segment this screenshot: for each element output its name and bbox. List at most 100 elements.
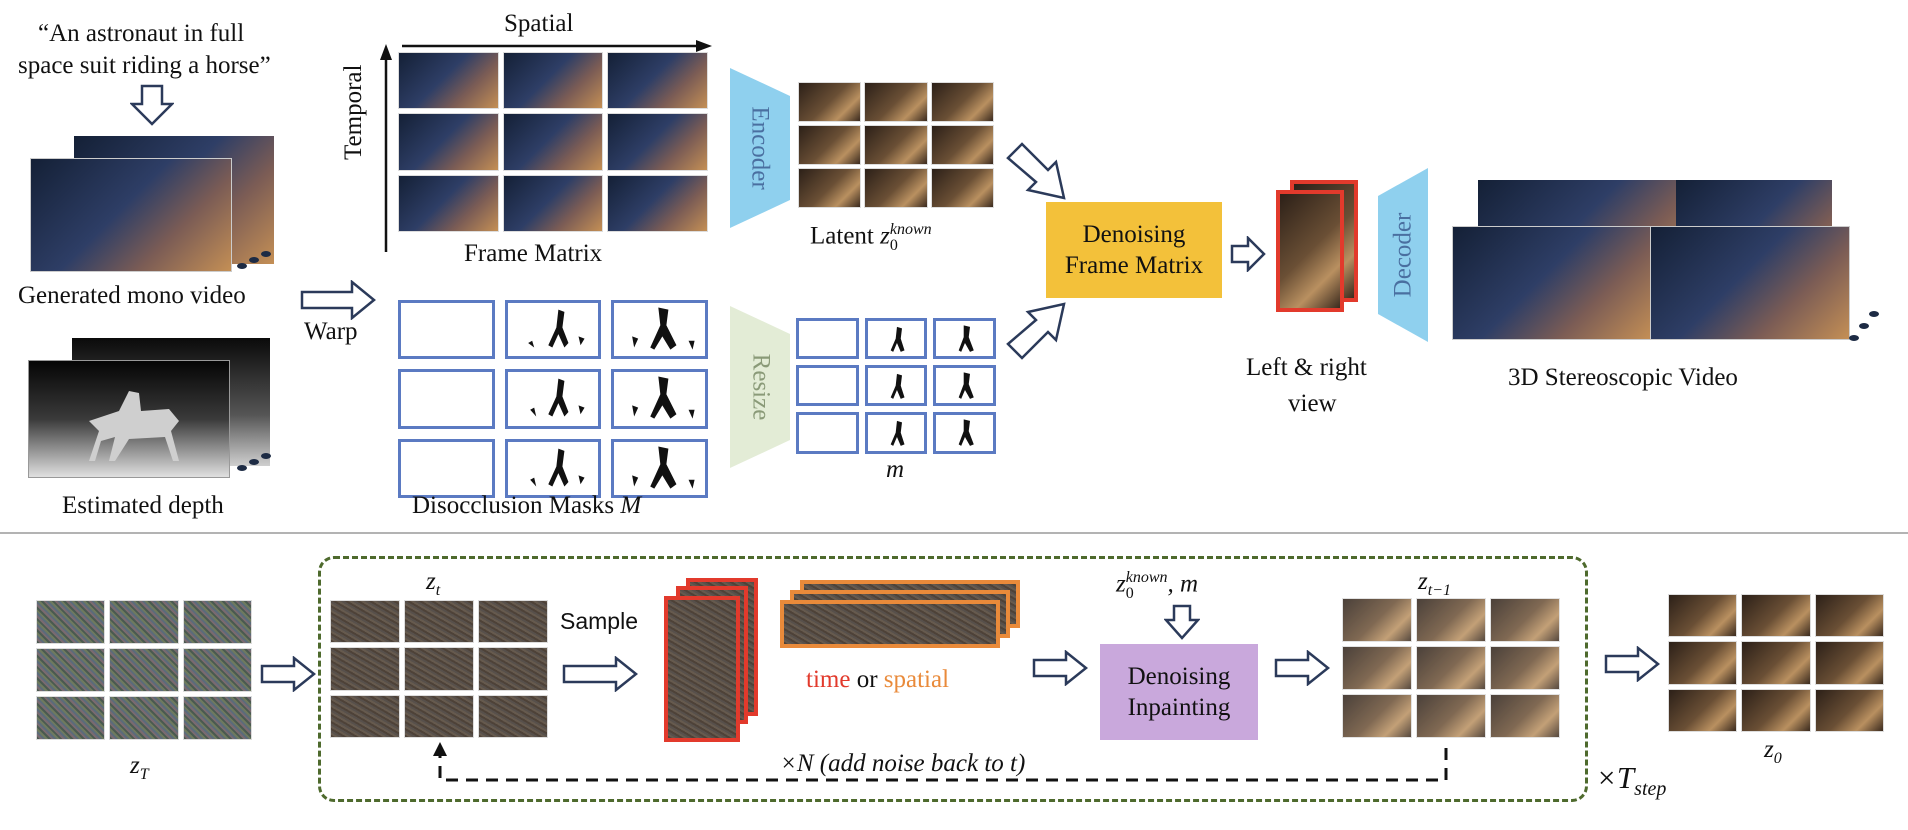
spatial-sample-front xyxy=(780,600,1000,648)
latent-cell xyxy=(864,168,928,208)
noise-cell xyxy=(182,648,252,692)
right-arrow-icon xyxy=(1032,650,1088,686)
noise-cell xyxy=(109,696,179,740)
mask-cell xyxy=(933,365,996,407)
warp-arrow-icon xyxy=(300,280,376,320)
latent-cell xyxy=(930,82,994,122)
mask-cell xyxy=(933,318,996,360)
frame-cell xyxy=(398,52,499,110)
right-arrow-icon xyxy=(562,656,639,692)
noise-cell xyxy=(36,648,106,692)
denoising-inpainting-line1: Denoising xyxy=(1127,662,1231,690)
left-right-view-line1: Left & right xyxy=(1246,354,1367,381)
mask-cell xyxy=(611,438,708,499)
mask-cell xyxy=(504,369,602,429)
encoder-trapezoid xyxy=(730,68,790,228)
down-arrow-icon xyxy=(130,84,174,126)
zt-minus-1-grid xyxy=(1342,598,1560,738)
xTstep-label: ×Tstep xyxy=(1596,760,1667,801)
denoising-frame-matrix-line2: Frame Matrix xyxy=(1064,252,1204,279)
loop-back-arrow xyxy=(433,742,1448,782)
resize-label: Resize xyxy=(747,353,775,421)
noise-cell xyxy=(109,648,179,692)
sample-label: Sample xyxy=(560,608,638,634)
right-arrow-icon xyxy=(1230,236,1266,272)
denoising-inpainting-box: Denoising Inpainting xyxy=(1100,644,1258,740)
spatial-word: spatial xyxy=(883,666,950,693)
zt1-cell xyxy=(1490,694,1560,738)
z0-grid xyxy=(1668,594,1884,732)
resized-mask-grid xyxy=(796,318,996,454)
latent-grid xyxy=(798,82,994,208)
mask-cell xyxy=(796,365,859,407)
z0-cell xyxy=(1668,641,1738,685)
temporal-axis-label: Temporal xyxy=(340,64,367,160)
spatial-axis-label: Spatial xyxy=(504,10,574,37)
zt-cell xyxy=(404,600,474,644)
mask-cell xyxy=(796,412,859,454)
right-arrow-icon xyxy=(1604,646,1660,682)
xN-label: ×N (add noise back to t) xyxy=(780,750,1026,777)
mask-cell xyxy=(864,318,928,360)
zt-cell xyxy=(478,647,548,691)
prompt-line-2: space suit riding a horse” xyxy=(18,52,271,79)
warp-label: Warp xyxy=(304,318,358,345)
down-arrow-icon xyxy=(1164,604,1200,640)
decoder-trapezoid xyxy=(1378,168,1428,342)
stereo-frame-front-left xyxy=(1452,226,1652,340)
iteration-loop-box xyxy=(318,556,1588,802)
z0-cell xyxy=(1668,688,1738,732)
mask-cell xyxy=(611,300,708,360)
z0-cell xyxy=(1741,641,1811,685)
right-arrow-icon xyxy=(260,656,316,692)
zt-minus-1-label: zt−1 xyxy=(1418,568,1451,599)
left-right-view-line2: view xyxy=(1288,390,1337,417)
frame-cell xyxy=(607,52,708,110)
noise-cell xyxy=(182,600,252,644)
latent-cell xyxy=(798,82,862,122)
latent-cell xyxy=(930,125,994,165)
zt-label: zt xyxy=(426,568,441,599)
ellipsis-dots-icon xyxy=(1849,311,1879,341)
latent-cell xyxy=(864,82,928,122)
ellipsis-dots-icon xyxy=(237,251,271,269)
noise-cell xyxy=(182,696,252,740)
left-view-frame xyxy=(1276,190,1344,312)
mask-cell xyxy=(933,412,996,454)
noise-cell xyxy=(36,600,106,644)
ellipsis-dots-icon xyxy=(237,453,271,471)
zt1-cell xyxy=(1416,646,1486,690)
m-label: m xyxy=(886,456,905,483)
arrow-up-right-icon xyxy=(1006,302,1066,360)
generated-mono-video-label: Generated mono video xyxy=(18,282,246,309)
mask-cell xyxy=(611,369,708,429)
zt1-cell xyxy=(1342,694,1412,738)
frame-cell xyxy=(502,52,604,110)
zt-cell xyxy=(478,600,548,644)
zt1-cell xyxy=(1342,646,1412,690)
frame-cell xyxy=(398,174,499,232)
z0-cell xyxy=(1814,641,1884,685)
frame-matrix-label: Frame Matrix xyxy=(464,240,603,267)
mask-cell xyxy=(504,438,602,499)
frame-cell xyxy=(502,113,604,171)
mask-cell xyxy=(398,369,495,429)
zt-cell xyxy=(478,694,548,738)
section-divider xyxy=(0,532,1908,534)
zt-cell xyxy=(330,694,400,738)
horse-silhouette-icon xyxy=(89,391,179,461)
zt1-cell xyxy=(1342,598,1412,642)
stereo-frame-front-right xyxy=(1650,226,1850,340)
frame-cell xyxy=(607,174,708,232)
time-or-spatial-label: time or spatial xyxy=(806,666,950,693)
z0-cell xyxy=(1668,594,1738,638)
decoder-label: Decoder xyxy=(1389,212,1417,298)
zt-cell xyxy=(330,600,400,644)
right-arrow-icon xyxy=(1274,650,1330,686)
zt-cell xyxy=(404,694,474,738)
frame-cell xyxy=(607,113,708,171)
z0-cell xyxy=(1814,688,1884,732)
time-sample-front xyxy=(664,596,740,742)
estimated-depth-label: Estimated depth xyxy=(62,492,224,519)
